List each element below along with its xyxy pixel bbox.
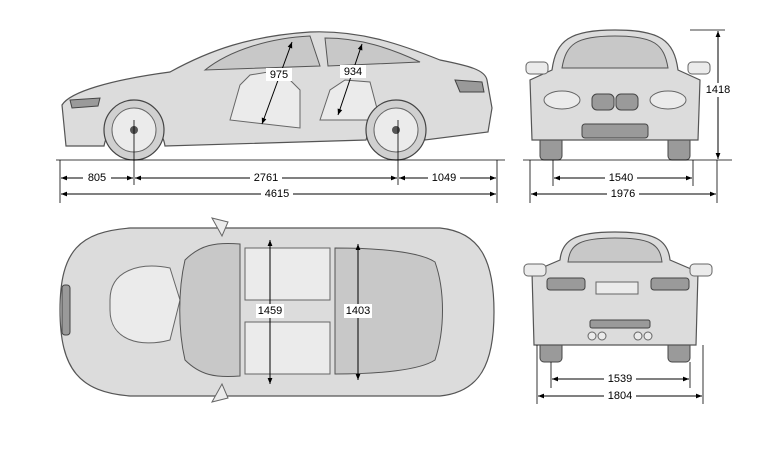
rear-track-label: 1539: [608, 373, 632, 385]
width-mirrors-label: 1976: [611, 188, 635, 200]
rear-shoulder-label: 1403: [346, 305, 370, 317]
rear-dimensions: 1539 1804: [536, 345, 704, 404]
side-dimensions: 805 2761 1049 4615: [59, 120, 498, 203]
front-dimensions: 1418 1540 1976: [529, 29, 732, 203]
top-dimensions: 1459 1403: [256, 240, 372, 384]
rear-overhang-label: 1049: [432, 172, 456, 184]
front-headroom-label: 975: [270, 69, 288, 81]
front-track-label: 1540: [609, 172, 633, 184]
wheelbase-label: 2761: [254, 172, 278, 184]
length-label: 4615: [265, 188, 289, 200]
rear-view: [523, 231, 713, 363]
height-label: 1418: [706, 84, 730, 96]
front-shoulder-label: 1459: [258, 305, 282, 317]
front-view: [525, 29, 711, 161]
rear-headroom-label: 934: [344, 66, 362, 78]
side-view: 975 934: [61, 31, 493, 161]
width-label: 1804: [608, 390, 632, 402]
front-overhang-label: 805: [88, 172, 106, 184]
